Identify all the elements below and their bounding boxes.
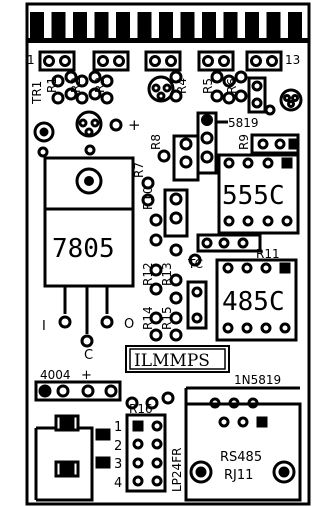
header-pin-1-label: 1 [114, 420, 122, 435]
edge-finger [245, 12, 259, 42]
reg-7805-label: 7805 [52, 234, 115, 264]
resistors-r12-r15 [149, 263, 208, 342]
tr1-label: TR1 [30, 81, 44, 105]
header-4pin [125, 413, 167, 493]
regulator-7805 [43, 156, 135, 348]
diode-5819 [196, 111, 228, 175]
edge-connector-bar [28, 38, 308, 43]
rj11-label: RJ11 [224, 468, 253, 483]
brand-label: ILMMPS [134, 351, 210, 371]
r10 [149, 188, 189, 247]
brand-badge [125, 345, 230, 373]
led-and-transistor-left [33, 110, 123, 158]
header-pin-3-label: 3 [114, 457, 122, 472]
edge-finger [266, 12, 281, 42]
edge-finger [137, 12, 152, 42]
r13-label: R13 [160, 262, 174, 286]
r16 [125, 396, 159, 410]
r14-label: R14 [141, 306, 155, 330]
transistor-right [279, 88, 303, 112]
transistor-middle [147, 70, 183, 103]
r15-label: R15 [160, 306, 174, 330]
r6-label: R6 [225, 78, 239, 94]
r10-label: R10 [141, 186, 155, 210]
reg-input-label: I [42, 319, 46, 334]
r2-label: R2 [69, 77, 83, 93]
edge-finger [73, 12, 87, 42]
reg-output-label: O [124, 317, 134, 332]
board-outline [25, 2, 311, 506]
rs485-label: RS485 [220, 450, 262, 465]
r9-header [250, 133, 300, 155]
lp24fr-label: LP24FR [170, 448, 184, 492]
r7-label: R7 [132, 162, 146, 178]
r9-label: R9 [237, 134, 251, 150]
resistors-r5-r6 [210, 70, 276, 116]
edge-connector [28, 12, 308, 43]
r12-label: R12 [141, 262, 155, 286]
edge-finger [94, 12, 109, 42]
r16-label: R16 [129, 402, 153, 416]
d4004-label: 4004 [40, 368, 71, 382]
edge-pin-13-label: 13 [285, 53, 300, 67]
edge-finger [116, 12, 130, 42]
edge-finger [202, 12, 216, 42]
edge-finger [223, 12, 238, 42]
r11-row [196, 233, 262, 253]
rj11-connector [184, 397, 302, 502]
resistors-r1-r3 [51, 70, 114, 105]
r3-label: R3 [93, 77, 107, 93]
diode-4004 [34, 380, 122, 402]
edge-finger [288, 12, 302, 42]
edge-finger [51, 12, 66, 42]
header-pin-4-label: 4 [114, 476, 122, 491]
edge-finger [30, 12, 44, 42]
d1n5819-label: 1N5819 [234, 373, 281, 387]
reg-common-label: C [84, 348, 93, 363]
diode-1n5819 [161, 386, 300, 405]
plus-mark-2: + [81, 368, 92, 383]
r8-label: R8 [149, 134, 163, 150]
edge-pin-1-label: 1 [27, 53, 35, 67]
r7 [141, 176, 155, 207]
plus-mark-1: + [128, 116, 141, 134]
r8-block [157, 134, 200, 182]
d5819-label: 5819 [228, 116, 259, 130]
header-pin-2-label: 2 [114, 439, 122, 454]
edge-finger [159, 12, 173, 42]
ic-555-label: 555C [222, 181, 285, 211]
tc-label: TC [187, 257, 203, 271]
edge-finger [180, 12, 195, 42]
r1-label: R1 [45, 77, 59, 93]
tc [169, 243, 202, 267]
ic-485 [215, 258, 298, 342]
ic-485-label: 485C [222, 287, 285, 317]
r4-label: R4 [175, 78, 189, 94]
top-pad-pairs [38, 50, 283, 72]
power-jack [34, 414, 111, 502]
r5-label: R5 [201, 78, 215, 94]
r11-label: R11 [256, 247, 280, 261]
ic-555 [217, 153, 300, 235]
